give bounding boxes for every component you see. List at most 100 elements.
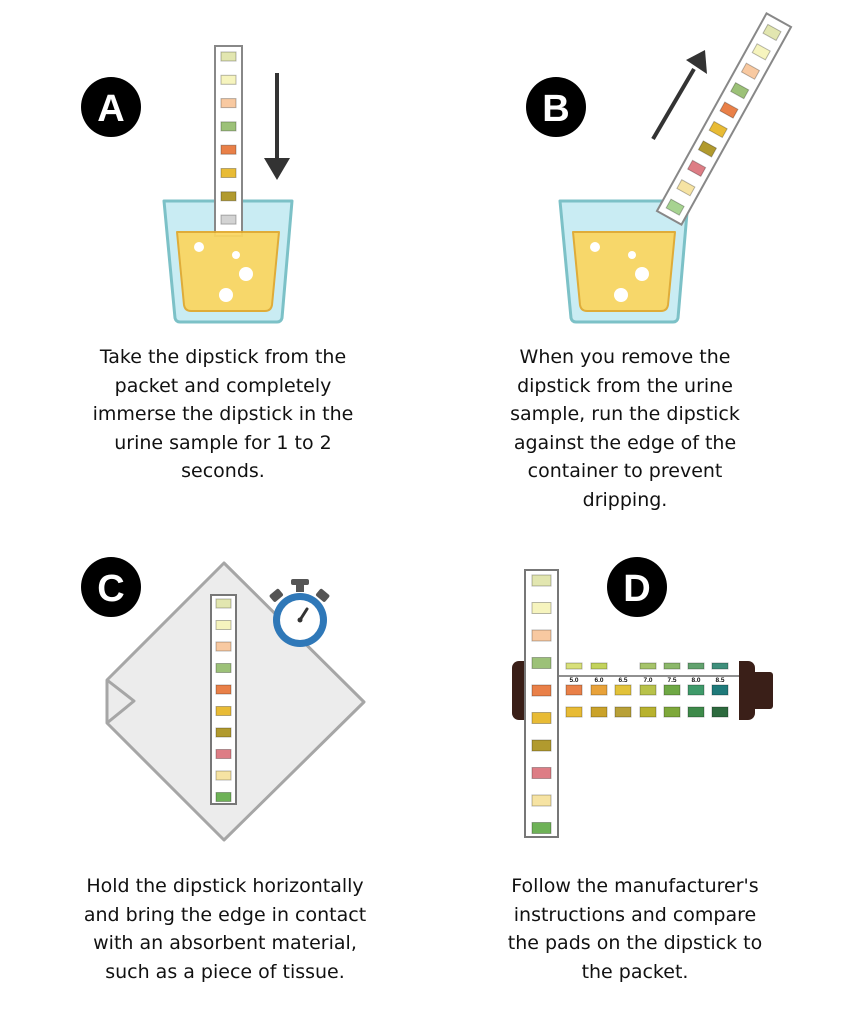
ph-label: 6.5 [618, 677, 627, 684]
dipstick-pad [740, 62, 761, 80]
dipstick-c [210, 594, 237, 805]
dipstick-pad [215, 684, 232, 695]
caption-line: container to prevent [527, 460, 723, 482]
bottle-swatch [711, 684, 729, 696]
caption-step-d: Follow the manufacturer's instructions a… [465, 872, 805, 986]
ph-label: 5.0 [569, 677, 578, 684]
caption-line: dripping. [582, 488, 668, 511]
dipstick-pad [531, 739, 552, 752]
dipstick-pad [220, 214, 237, 225]
caption-line: with an absorbent material, [93, 932, 357, 954]
bottle-swatch [565, 684, 583, 696]
caption-line: instructions and compare [513, 903, 757, 926]
dipstick-pad [719, 101, 739, 119]
bottle-swatch [614, 684, 632, 696]
dipstick-pad [220, 144, 237, 155]
dipstick-a [214, 45, 243, 237]
dipstick-pad [697, 140, 718, 158]
down-arrow-icon [264, 73, 290, 180]
dipstick-d [524, 569, 559, 838]
badge-a-label: A [97, 88, 124, 130]
dipstick-b [655, 12, 793, 226]
caption-line: When you remove the [519, 346, 731, 368]
dipstick-pad [531, 712, 552, 724]
caption-line: Hold the dipstick horizontally [86, 875, 364, 897]
badge-c [81, 557, 141, 617]
badge-b-label: B [542, 88, 569, 130]
dipstick-pad [531, 574, 552, 587]
caption-line: the packet. [581, 960, 689, 983]
panel-a: A [81, 45, 294, 324]
badge-b [526, 77, 586, 137]
caption-step-a: Take the dipstick from the packet and co… [53, 343, 393, 486]
caption-line: such as a piece of tissue. [105, 960, 345, 983]
dipstick-pad [730, 81, 750, 100]
urine-b [572, 231, 676, 312]
caption-line: Follow the manufacturer's [511, 875, 759, 897]
caption-line: sample, run the dipstick [510, 403, 740, 425]
dipstick-pad [220, 74, 237, 85]
bottle-swatch [663, 706, 681, 718]
bottle-color-chart-row-3 [565, 706, 729, 718]
caption-line: seconds. [181, 460, 265, 482]
caption-line: Take the dipstick from the [99, 346, 347, 368]
bottle-swatch [639, 684, 657, 696]
caption-step-c: Hold the dipstick horizontally and bring… [55, 872, 395, 986]
dipstick-pad [215, 706, 232, 716]
panel-b: B [526, 12, 793, 324]
dipstick-pad [215, 770, 232, 781]
dipstick-pad [686, 159, 707, 178]
bottle-swatch [565, 662, 583, 670]
bottle-swatch [565, 706, 583, 718]
badge-a [81, 77, 141, 137]
bottle-swatch [590, 706, 608, 718]
dipstick-pad [215, 727, 232, 738]
dipstick-pad [215, 598, 232, 609]
dipstick-pad [676, 179, 696, 197]
bottle-swatch [687, 662, 705, 670]
dipstick-pad [531, 657, 552, 669]
stopwatch-icon [269, 579, 330, 647]
dipstick-d-pads [531, 574, 552, 834]
dipstick-pad [215, 641, 232, 652]
dipstick-pad [215, 749, 232, 759]
bottle-swatch [639, 706, 657, 718]
caption-line: urine sample for 1 to 2 [114, 431, 332, 454]
caption-line: against the edge of the [513, 431, 737, 454]
dipstick-pad [215, 792, 232, 802]
ph-label: 7.0 [643, 677, 652, 684]
caption-step-b: When you remove the dipstick from the ur… [455, 343, 795, 514]
ph-label: 6.0 [594, 677, 603, 684]
caption-line: dipstick from the urine [517, 374, 733, 397]
bottle-color-chart-row-1 [565, 662, 729, 670]
dipstick-pad [220, 98, 237, 109]
bottle-swatch [687, 684, 705, 696]
bottle-swatch [639, 662, 657, 670]
dipstick-pad [220, 168, 237, 178]
bottle-color-chart-row-2 [565, 684, 729, 696]
caption-line: the pads on the dipstick to [507, 932, 763, 954]
dipstick-pad [751, 43, 771, 61]
badge-d [607, 557, 667, 617]
dipstick-b-pads [665, 23, 782, 216]
panel-c: C [81, 557, 366, 842]
dipstick-pad [220, 51, 237, 62]
bottle-swatch [687, 706, 705, 718]
bubbles-b [590, 242, 649, 302]
ph-label: 7.5 [667, 677, 676, 684]
dipstick-pad [665, 198, 685, 216]
bottle-swatch [711, 662, 729, 670]
dipstick-pad [531, 629, 552, 642]
caption-line: packet and completely [114, 374, 332, 397]
ph-label: 8.5 [715, 677, 724, 684]
dipstick-pad [531, 767, 552, 779]
caption-line: and bring the edge in contact [83, 903, 367, 926]
bottle-swatch [663, 684, 681, 696]
dipstick-pad [531, 794, 552, 807]
dipstick-pad [708, 120, 728, 139]
dipstick-pad [762, 23, 782, 42]
dipstick-a-pads [220, 51, 237, 225]
dipstick-c-pads [215, 598, 232, 802]
